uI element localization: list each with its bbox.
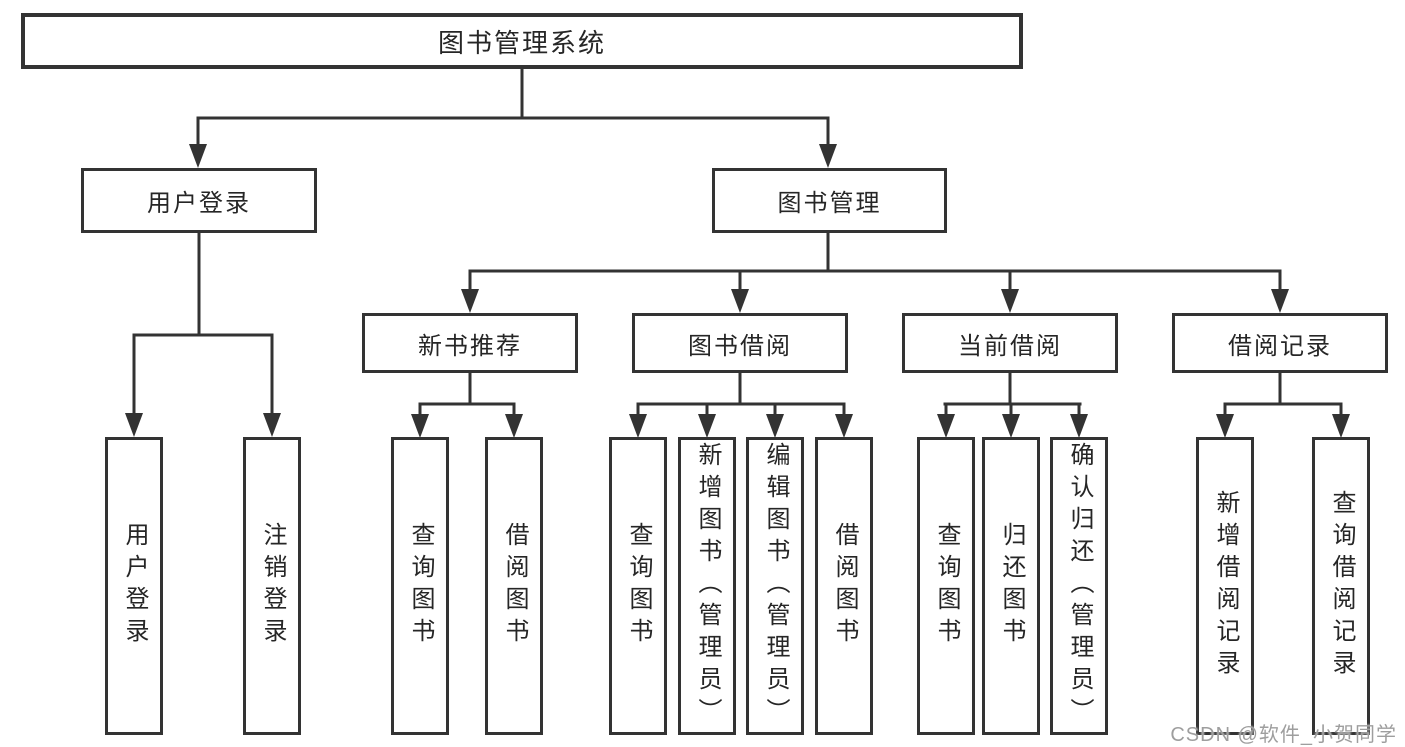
node-label: 借阅图书 bbox=[501, 522, 528, 650]
leaf-user-login: 用户登录 bbox=[105, 437, 163, 735]
node-label: 编辑图书（管理员） bbox=[762, 442, 789, 730]
node-label: 借阅图书 bbox=[831, 522, 858, 650]
node-label: 确认归还（管理员） bbox=[1066, 442, 1093, 730]
node-label: 用户登录 bbox=[121, 522, 148, 650]
node-borrowing-records: 借阅记录 bbox=[1172, 313, 1388, 373]
node-book-borrowing: 图书借阅 bbox=[632, 313, 848, 373]
leaf-borrow-books-recommend: 借阅图书 bbox=[485, 437, 543, 735]
node-label: 新增图书（管理员） bbox=[694, 442, 721, 730]
node-book-management: 图书管理 bbox=[712, 168, 947, 233]
node-label: 借阅记录 bbox=[1228, 332, 1332, 360]
node-label: 查询图书 bbox=[933, 522, 960, 650]
node-label: 新书推荐 bbox=[418, 332, 522, 360]
csdn-watermark: CSDN @软件_小贺同学 bbox=[1170, 724, 1397, 746]
node-current-borrowing: 当前借阅 bbox=[902, 313, 1118, 373]
node-library-management-system: 图书管理系统 bbox=[21, 13, 1023, 69]
leaf-query-borrow-record: 查询借阅记录 bbox=[1312, 437, 1370, 735]
node-label: 归还图书 bbox=[998, 522, 1025, 650]
leaf-query-books-borrowing: 查询图书 bbox=[609, 437, 667, 735]
leaf-borrow-books-borrowing: 借阅图书 bbox=[815, 437, 873, 735]
leaf-confirm-return-admin: 确认归还（管理员） bbox=[1050, 437, 1108, 735]
node-label: 当前借阅 bbox=[958, 332, 1062, 360]
node-label: 查询借阅记录 bbox=[1328, 490, 1355, 682]
leaf-edit-book-admin: 编辑图书（管理员） bbox=[746, 437, 804, 735]
leaf-add-book-admin: 新增图书（管理员） bbox=[678, 437, 736, 735]
node-label: 图书借阅 bbox=[688, 332, 792, 360]
node-label: 用户登录 bbox=[147, 190, 251, 217]
node-label: 注销登录 bbox=[259, 522, 286, 650]
node-label: 查询图书 bbox=[407, 522, 434, 650]
node-label: 新增借阅记录 bbox=[1212, 490, 1239, 682]
node-user-login: 用户登录 bbox=[81, 168, 317, 233]
node-label: 图书管理 bbox=[777, 190, 882, 217]
leaf-query-books-current: 查询图书 bbox=[917, 437, 975, 735]
node-label: 图书管理系统 bbox=[437, 27, 606, 58]
node-new-book-recommendation: 新书推荐 bbox=[362, 313, 578, 373]
leaf-return-books: 归还图书 bbox=[982, 437, 1040, 735]
leaf-logout: 注销登录 bbox=[243, 437, 301, 735]
node-label: 查询图书 bbox=[625, 522, 652, 650]
leaf-add-borrow-record: 新增借阅记录 bbox=[1196, 437, 1254, 735]
leaf-query-books-recommend: 查询图书 bbox=[391, 437, 449, 735]
